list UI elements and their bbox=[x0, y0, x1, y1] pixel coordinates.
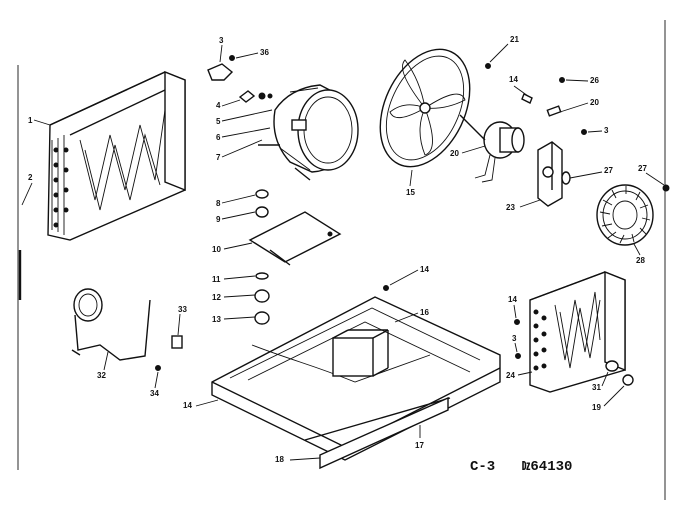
callout-14-left: 14 bbox=[183, 401, 192, 410]
callout-26: 24 bbox=[506, 371, 515, 380]
callout-20-lower: 19 bbox=[592, 403, 601, 412]
callout-23: 23 bbox=[506, 203, 515, 212]
refrigerant-tube bbox=[71, 288, 151, 361]
compressor-bracket bbox=[248, 211, 342, 263]
callout-36: 36 bbox=[260, 48, 269, 57]
washer-11 bbox=[255, 272, 269, 280]
callout-14-upper: 14 bbox=[509, 75, 518, 84]
callout-25: 27 bbox=[604, 166, 613, 175]
grommet-8 bbox=[255, 189, 269, 199]
callout-17: 17 bbox=[415, 441, 424, 450]
callout-24: 26 bbox=[590, 76, 599, 85]
motor-mount-bracket bbox=[537, 141, 563, 207]
callout-6: 6 bbox=[216, 133, 221, 142]
callout-7: 7 bbox=[216, 153, 221, 162]
clip-14 bbox=[521, 93, 533, 104]
collar-25 bbox=[561, 171, 571, 185]
callout-10: 10 bbox=[212, 245, 221, 254]
callout-34: 3 bbox=[604, 126, 609, 135]
callout-5: 5 bbox=[216, 117, 221, 126]
callout-4: 4 bbox=[216, 101, 221, 110]
callout-20-upper: 20 bbox=[590, 98, 599, 107]
callout-16: 16 bbox=[420, 308, 429, 317]
callout-15: 15 bbox=[406, 188, 415, 197]
capacitor-box bbox=[332, 337, 374, 377]
grommet-12 bbox=[254, 289, 270, 303]
base-pan bbox=[211, 296, 501, 470]
callout-18: 18 bbox=[275, 455, 284, 464]
callout-28: 28 bbox=[636, 256, 645, 265]
callout-32: 33 bbox=[178, 305, 187, 314]
compressor bbox=[258, 84, 359, 181]
callout-21: 20 bbox=[450, 149, 459, 158]
callout-1: 1 bbox=[28, 116, 33, 125]
ring-20 bbox=[622, 374, 634, 386]
callout-3: 3 bbox=[219, 36, 224, 45]
callout-2: 2 bbox=[28, 173, 33, 182]
callout-29: 31 bbox=[592, 383, 601, 392]
callout-31: 32 bbox=[97, 371, 106, 380]
evaporator-coil bbox=[529, 270, 626, 393]
callout-11: 11 bbox=[212, 275, 221, 284]
condenser-fan-blade bbox=[379, 48, 471, 168]
callout-13: 13 bbox=[212, 315, 221, 324]
condenser-coil bbox=[47, 70, 186, 241]
page-code: C-3 bbox=[470, 459, 495, 475]
fan-motor bbox=[459, 114, 525, 183]
callout-9: 9 bbox=[216, 215, 221, 224]
valve-32 bbox=[171, 335, 183, 349]
callout-3-right: 3 bbox=[512, 334, 517, 343]
screw-36 bbox=[229, 55, 235, 61]
blower-wheel bbox=[596, 184, 654, 246]
callout-14-right: 14 bbox=[508, 295, 517, 304]
callout-12: 12 bbox=[212, 293, 221, 302]
callout-27-top: 21 bbox=[510, 35, 519, 44]
callout-33: 34 bbox=[150, 389, 159, 398]
callout-8: 8 bbox=[216, 199, 221, 208]
callout-14-top: 14 bbox=[420, 265, 429, 274]
clip-20 bbox=[546, 105, 562, 117]
grommet-9 bbox=[255, 206, 269, 218]
bushing-29 bbox=[605, 360, 619, 372]
drawing-number: ǲ64130 bbox=[522, 459, 572, 475]
grommet-13 bbox=[254, 311, 270, 325]
terminal-cover bbox=[207, 63, 234, 81]
callout-27-right: 27 bbox=[638, 164, 647, 173]
overload-clip bbox=[238, 90, 256, 103]
